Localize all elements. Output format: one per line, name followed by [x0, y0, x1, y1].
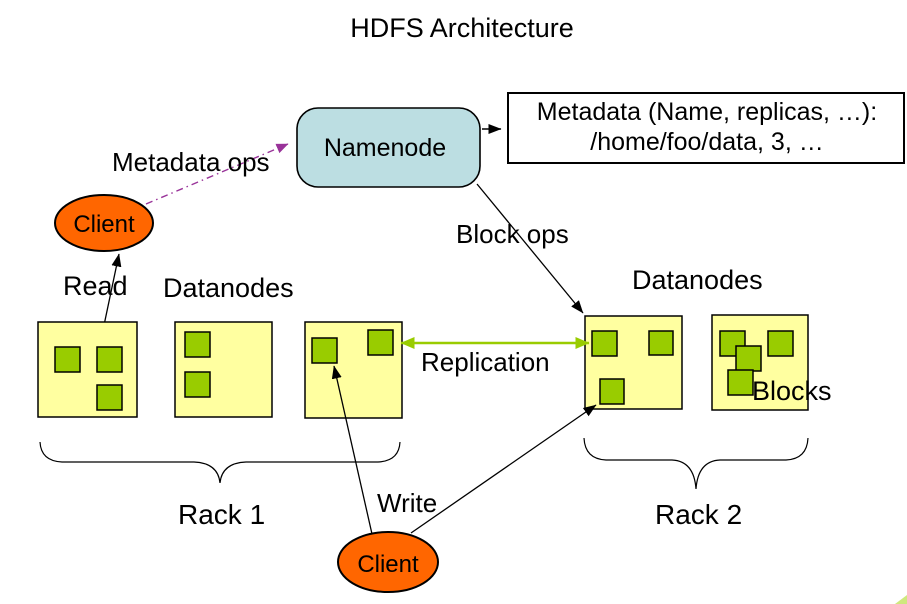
read-arrow: [102, 253, 122, 331]
datanodes-left-label: Datanodes: [163, 273, 294, 303]
diagram-title: HDFS Architecture: [350, 13, 574, 43]
block: [96, 384, 123, 411]
write-label: Write: [377, 488, 437, 518]
write-arrow-right: [410, 404, 597, 534]
block: [648, 330, 674, 356]
client-bottom-ellipse: [337, 531, 439, 593]
block: [599, 378, 625, 405]
metadata-note-line2: /home/foo/data, 3, …: [590, 128, 823, 156]
block: [591, 330, 618, 357]
block: [311, 337, 338, 364]
namenode-label: Namenode: [324, 134, 446, 162]
corner-artifact: [895, 595, 907, 604]
block: [735, 345, 762, 372]
namenode-box: [296, 107, 481, 188]
block: [727, 369, 754, 396]
block: [184, 371, 211, 398]
block: [54, 346, 81, 373]
block: [96, 346, 123, 373]
block-ops-arrow: [476, 183, 584, 314]
block: [184, 331, 211, 358]
rack2-label: Rack 2: [655, 499, 742, 530]
metadata-note-box: [507, 92, 905, 164]
block: [767, 330, 794, 357]
metadata-note-line1: Metadata (Name, replicas, …):: [537, 98, 877, 126]
client-bottom-label: Client: [357, 551, 419, 578]
blocks-label: Blocks: [752, 376, 832, 406]
datanodes-right-label: Datanodes: [632, 265, 763, 295]
client-top-label: Client: [73, 211, 135, 238]
replication-label: Replication: [421, 347, 550, 377]
read-label: Read: [63, 271, 128, 301]
rack1-label: Rack 1: [178, 499, 265, 530]
rack2-brace: [583, 437, 809, 490]
metadata-ops-arrow: [145, 143, 289, 205]
block-ops-label: Block ops: [456, 219, 569, 249]
rack1-brace: [39, 441, 401, 484]
block: [367, 329, 394, 356]
client-top-ellipse: [54, 194, 154, 252]
write-arrow-left: [331, 365, 373, 535]
metadata-ops-label: Metadata ops: [112, 147, 270, 177]
